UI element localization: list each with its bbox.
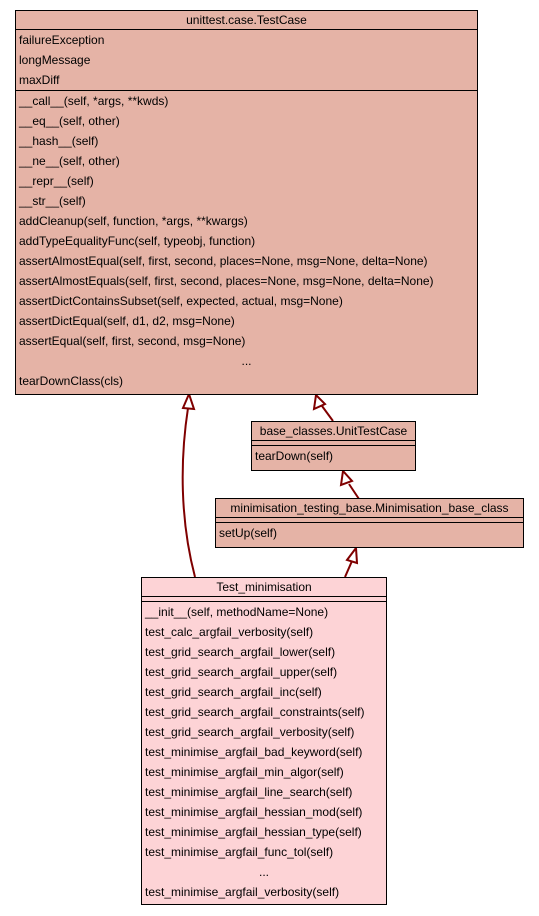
method-ellipsis: ... <box>241 354 252 368</box>
method: test_minimise_argfail_hessian_mod(self) <box>145 805 363 819</box>
method: test_minimise_argfail_min_algor(self) <box>145 765 344 779</box>
edge-minbase-to-unittestcase <box>348 483 360 500</box>
attributes-section <box>216 517 523 522</box>
method: __repr__(self) <box>19 174 94 188</box>
edge-unittestcase-to-testcase <box>321 405 334 422</box>
method: assertAlmostEquals(self, first, second, … <box>19 274 434 288</box>
method: test_grid_search_argfail_inc(self) <box>145 685 322 699</box>
method: assertAlmostEqual(self, first, second, p… <box>19 254 428 268</box>
method: assertEqual(self, first, second, msg=Non… <box>19 334 246 348</box>
method: __call__(self, *args, **kwds) <box>19 94 169 108</box>
arrowhead-unittestcase <box>339 468 354 487</box>
methods-section: setUp(self) <box>216 522 523 543</box>
class-title: Test_minimisation <box>216 580 312 594</box>
method: setUp(self) <box>219 526 278 540</box>
method: test_minimise_argfail_hessian_type(self) <box>145 825 362 839</box>
arrowhead-minbase <box>345 545 359 565</box>
method: test_calc_argfail_verbosity(self) <box>145 625 314 639</box>
method: addCleanup(self, function, *args, **kwar… <box>19 214 248 228</box>
method: assertDictContainsSubset(self, expected,… <box>19 294 343 308</box>
method: tearDownClass(cls) <box>19 374 124 388</box>
method: test_minimise_argfail_func_tol(self) <box>145 845 334 859</box>
method: test_grid_search_argfail_upper(self) <box>145 665 338 679</box>
method: test_grid_search_argfail_verbosity(self) <box>145 725 355 739</box>
edge-testmin-to-testcase <box>181 407 196 578</box>
method: test_grid_search_argfail_constraints(sel… <box>145 705 365 719</box>
method: addTypeEqualityFunc(self, typeobj, funct… <box>19 234 256 248</box>
method: tearDown(self) <box>255 449 334 463</box>
arrowhead-testcase-right <box>312 392 327 411</box>
attribute: maxDiff <box>19 73 60 87</box>
class-title: base_classes.UnitTestCase <box>259 424 408 438</box>
attributes-section: failureException longMessage maxDiff <box>16 29 477 90</box>
class-testcase: unittest.case.TestCase failureException … <box>15 10 478 395</box>
method: __eq__(self, other) <box>19 114 120 128</box>
arrowhead-testcase-left <box>181 391 196 411</box>
class-title: unittest.case.TestCase <box>186 13 307 27</box>
methods-section: tearDown(self) <box>252 445 415 466</box>
edge-testmin-to-minbase <box>344 560 353 578</box>
method: __hash__(self) <box>19 134 99 148</box>
class-test-minimisation: Test_minimisation __init__(self, methodN… <box>141 577 387 905</box>
method: test_minimise_argfail_verbosity(self) <box>145 885 340 899</box>
method: __ne__(self, other) <box>19 154 120 168</box>
attributes-section <box>142 596 386 601</box>
method: test_minimise_argfail_bad_keyword(self) <box>145 745 363 759</box>
method: assertDictEqual(self, d1, d2, msg=None) <box>19 314 235 328</box>
attribute: longMessage <box>19 53 91 67</box>
method-ellipsis: ... <box>258 865 269 879</box>
methods-section: __init__(self, methodName=None) test_cal… <box>142 601 386 902</box>
method: test_grid_search_argfail_lower(self) <box>145 645 336 659</box>
class-minimisation-base: minimisation_testing_base.Minimisation_b… <box>215 498 524 548</box>
attributes-section <box>252 440 415 445</box>
attribute: failureException <box>19 33 105 47</box>
class-unittestcase: base_classes.UnitTestCase tearDown(self) <box>251 421 416 471</box>
class-title: minimisation_testing_base.Minimisation_b… <box>230 501 509 515</box>
method: __init__(self, methodName=None) <box>145 605 329 619</box>
methods-section: __call__(self, *args, **kwds) __eq__(sel… <box>16 90 477 391</box>
method: test_minimise_argfail_line_search(self) <box>145 785 353 799</box>
method: __str__(self) <box>19 194 86 208</box>
